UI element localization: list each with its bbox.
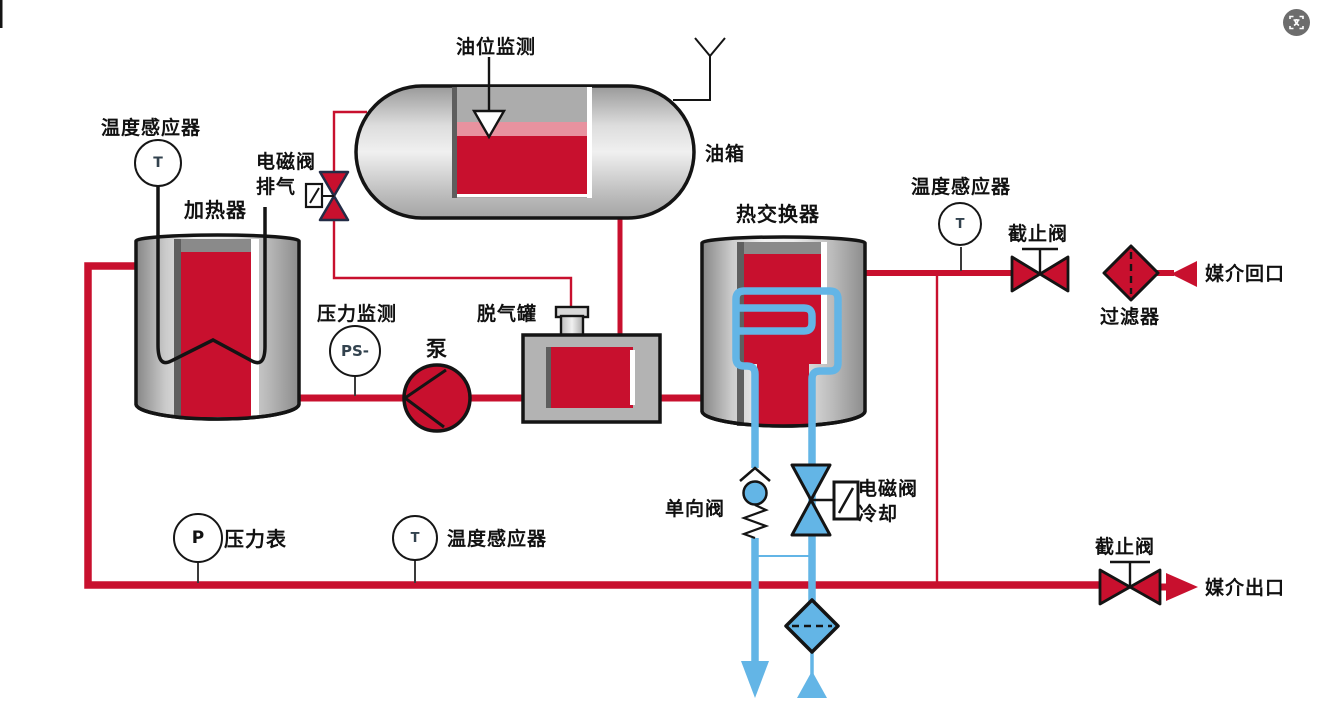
heater-label: 加热器 — [184, 198, 247, 222]
check-valve-ball-icon — [742, 480, 768, 506]
solenoid-exhaust-label: 电磁阀 排气 — [256, 150, 316, 199]
filter-label: 过滤器 — [1100, 306, 1161, 328]
degas-tank-vessel — [521, 305, 662, 424]
media-outlet-arrow-icon — [1166, 573, 1198, 601]
stop-valve-outlet — [1098, 560, 1162, 606]
valve-stem-icon — [1110, 560, 1150, 587]
check-valve-spring-icon — [740, 503, 770, 540]
hx-liquid-upper — [744, 242, 821, 364]
cooling-filter-symbol — [784, 598, 840, 654]
check-valve-symbol — [739, 466, 771, 540]
heater-bottom-arc — [134, 403, 301, 421]
oil-tank-window-edge — [452, 87, 457, 198]
cooling-circuit — [732, 287, 860, 698]
heating-element-icon — [156, 186, 267, 365]
tank-vent-icon — [673, 37, 726, 101]
pump-symbol — [402, 363, 472, 433]
temp-sensor-right-tag: T — [938, 202, 982, 246]
solenoid-cooling-line2: 冷却 — [858, 502, 899, 525]
filter-icon — [1102, 244, 1160, 302]
heater-headspace — [181, 239, 251, 252]
solenoid-cooling-line1: 电磁阀 — [858, 478, 919, 500]
temp-sensor-bottom-label: 温度感应器 — [447, 528, 548, 550]
hx-headspace — [744, 242, 821, 254]
pipe-outlet-loop — [84, 262, 1101, 589]
page-edge-mark — [0, 0, 3, 28]
pipe-exhaust-lower — [332, 214, 573, 309]
cooling-out-arrow-icon — [741, 661, 769, 698]
pump-icon — [402, 363, 472, 433]
heater-window-edge — [174, 239, 181, 417]
cooling-coil-rungs — [738, 304, 816, 335]
oil-tank-vessel — [354, 37, 726, 220]
valve-stem-icon — [1022, 247, 1058, 274]
translate-icon — [1289, 15, 1304, 30]
cooling-solenoid-stroke — [837, 487, 855, 514]
heater-window-highlight — [251, 239, 259, 415]
pressure-monitor-label: 压力监测 — [317, 303, 398, 325]
pressure-gauge-tag: P — [173, 513, 223, 563]
temp-sensor-left-tag: T — [134, 139, 182, 187]
oil-level-monitor-label: 油位监测 — [456, 36, 537, 58]
cooling-filter-icon — [784, 598, 840, 654]
heater-liquid — [181, 239, 251, 417]
cooling-coil-icon — [732, 287, 842, 650]
solenoid-exhaust-valve — [304, 170, 350, 222]
heat-exchanger-label: 热交换器 — [736, 202, 820, 226]
oil-liquid — [457, 136, 587, 194]
degas-liquid — [551, 347, 633, 408]
hx-liquid-lower — [757, 360, 809, 426]
solenoid-cooling-label: 电磁阀 冷却 — [858, 477, 918, 526]
check-valve-label: 单向阀 — [665, 498, 726, 520]
solenoid-exhaust-line2: 排气 — [256, 175, 297, 198]
oil-window-bottom — [457, 194, 587, 197]
solenoid-stroke — [309, 187, 320, 204]
cooling-in-arrow-icon — [797, 671, 827, 698]
degas-tank-label: 脱气罐 — [477, 303, 538, 325]
oil-level-foam — [457, 122, 587, 136]
temp-sensor-left-label: 温度感应器 — [101, 117, 202, 139]
media-outlet-label: 媒介出口 — [1205, 577, 1286, 599]
pressure-switch-tag: PS- — [329, 325, 381, 377]
hx-window-highlight — [821, 242, 827, 364]
oil-tank-window-highlight — [587, 87, 592, 198]
temp-sensor-bottom-tag: T — [392, 515, 438, 561]
stop-valve-top-label: 截止阀 — [1008, 223, 1069, 245]
degas-window-edge — [546, 347, 551, 408]
media-return-label: 媒介回口 — [1205, 263, 1286, 285]
stop-valve-icon — [1098, 568, 1162, 606]
pump-rotor-lines — [404, 368, 447, 429]
oil-tank-label: 油箱 — [705, 143, 746, 165]
stop-valve-bottom-label: 截止阀 — [1095, 536, 1156, 558]
filter-symbol — [1102, 244, 1160, 302]
degas-window-highlight — [630, 350, 635, 405]
instrument-stems — [197, 247, 962, 583]
pipe-exhaust-upper — [332, 110, 367, 174]
solenoid-cooling-valve — [790, 463, 860, 537]
stop-valve-return — [1010, 247, 1070, 293]
stop-valve-icon — [1010, 255, 1070, 293]
heater-vessel — [134, 186, 301, 421]
translate-image-badge[interactable] — [1283, 9, 1310, 36]
temp-sensor-right-label: 温度感应器 — [911, 176, 1012, 198]
media-return-arrow-icon — [1171, 261, 1197, 287]
pressure-gauge-label: 压力表 — [224, 527, 287, 551]
check-valve-chevron-icon — [739, 466, 771, 482]
pump-label: 泵 — [426, 337, 448, 361]
hx-bottom-arc — [700, 410, 867, 428]
solenoid-exhaust-line1: 电磁阀 — [256, 151, 317, 173]
level-probe-arrow-icon — [471, 109, 507, 140]
